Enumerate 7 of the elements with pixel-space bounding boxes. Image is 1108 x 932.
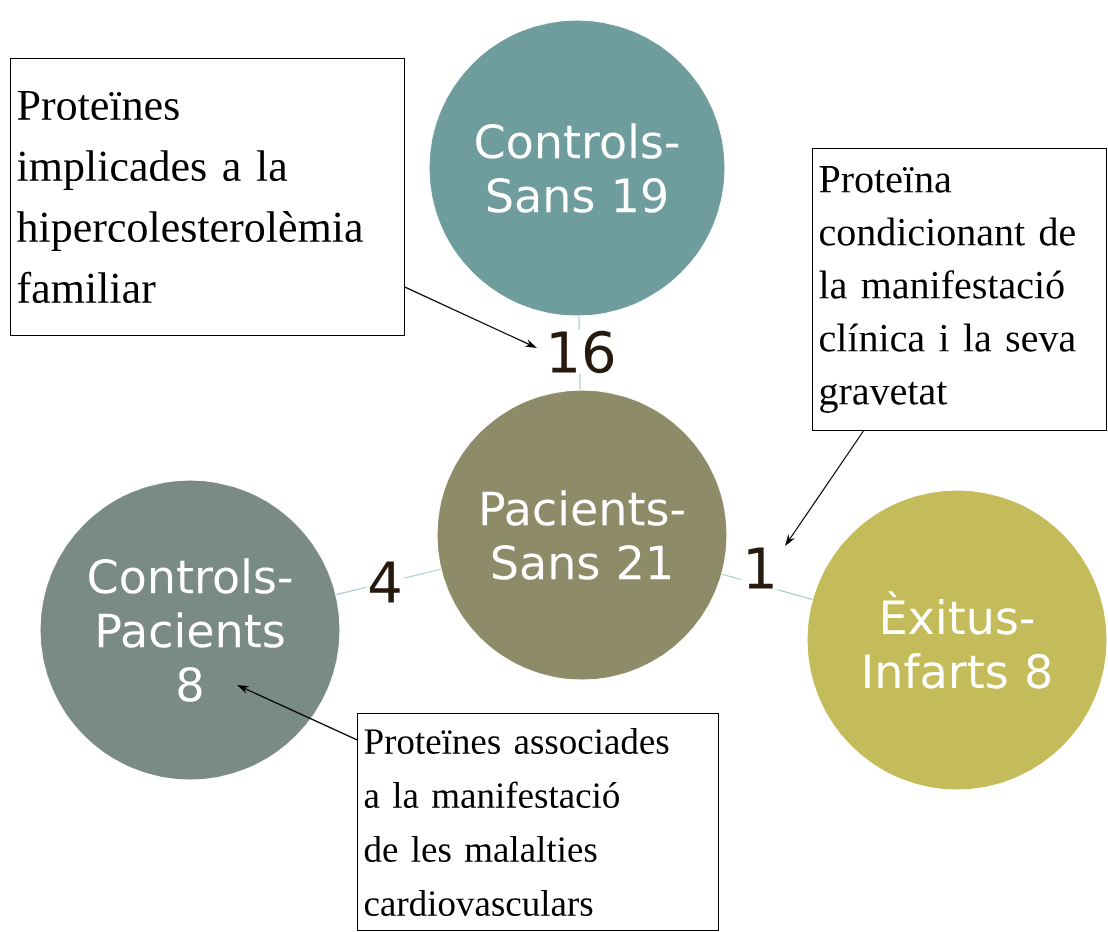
edge-label: 1 [741, 546, 779, 590]
callout-box: Proteïnes implicades a la hipercolesterolèmia familiar [10, 58, 405, 336]
callout-box: Proteïna condicionant de la manifestació clínica i la seva gravetat [812, 148, 1107, 431]
callout-box: Proteïnes associades a la manifestació de les malalties cardiovasculars [357, 713, 719, 931]
leader-line [785, 430, 865, 546]
edge-label: 16 [544, 329, 618, 375]
edge-label: 4 [366, 560, 404, 604]
